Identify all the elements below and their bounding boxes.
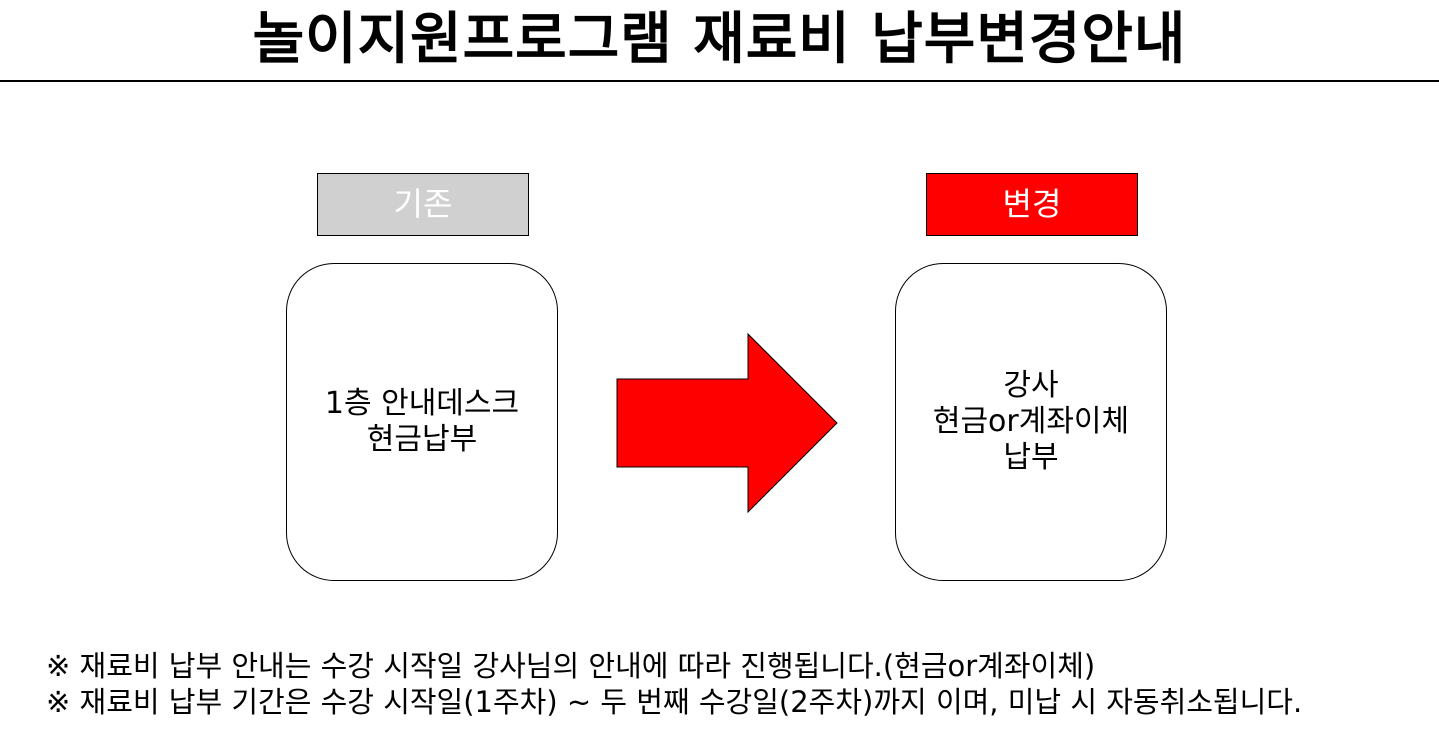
note-2: ※ 재료비 납부 기간은 수강 시작일(1주차) ~ 두 번째 수강일(2주차)…	[46, 685, 1303, 719]
page-title: 놀이지원프로그램 재료비 납부변경안내	[252, 7, 1187, 72]
after-card: 강사 현금or계좌이체 납부	[895, 263, 1167, 581]
note-1: ※ 재료비 납부 안내는 수강 시작일 강사님의 안내에 따라 진행됩니다.(현…	[46, 649, 1096, 683]
before-card: 1층 안내데스크 현금납부	[286, 263, 558, 581]
after-card-line-3: 납부	[1003, 440, 1059, 475]
title-divider	[0, 80, 1439, 82]
before-card-line-1: 1층 안내데스크	[324, 386, 520, 421]
notes: ※ 재료비 납부 안내는 수강 시작일 강사님의 안내에 따라 진행됩니다.(현…	[46, 648, 1426, 720]
after-card-line-1: 강사	[1003, 368, 1059, 403]
before-card-line-2: 현금납부	[366, 422, 478, 457]
before-label: 기존	[317, 173, 529, 236]
after-card-line-2: 현금or계좌이체	[932, 404, 1130, 439]
arrow-right-icon	[616, 333, 838, 513]
after-label: 변경	[926, 173, 1138, 236]
